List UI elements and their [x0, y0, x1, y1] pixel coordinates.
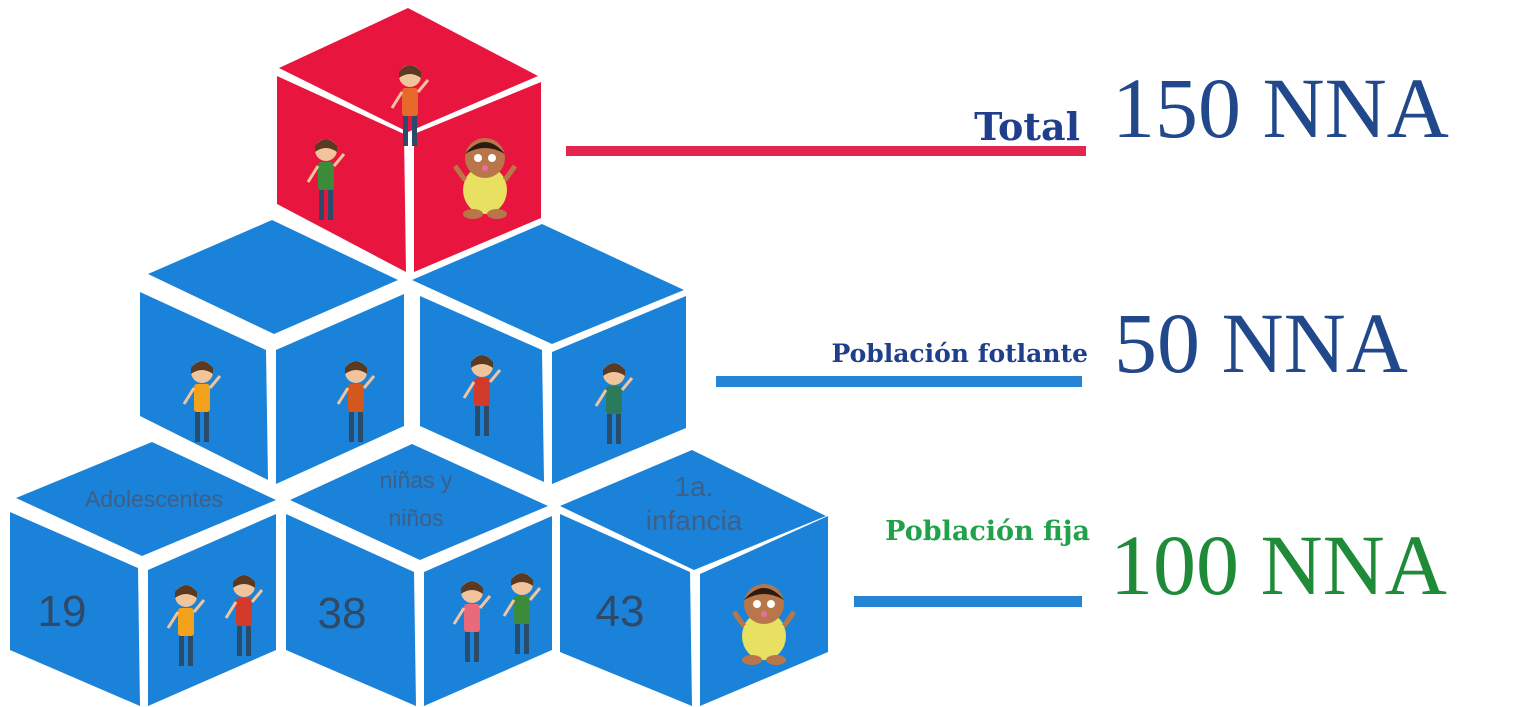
cube-middle-left	[140, 220, 404, 484]
group-label-adolescentes: Adolescentes	[85, 486, 223, 512]
cube-total	[277, 8, 541, 272]
group-label-ninas-ninos-line1: niñas y	[380, 467, 453, 493]
label-floating-population: Población fotlante	[831, 339, 1088, 368]
label-total: Total	[974, 104, 1080, 149]
group-count-infancia: 43	[596, 587, 645, 636]
cube-infancy: 1a. infancia 43	[560, 450, 828, 706]
cube-adolescents: Adolescentes 19	[10, 442, 276, 706]
group-count-adolescentes: 19	[38, 587, 87, 636]
label-fixed-population: Población fija	[885, 516, 1090, 547]
cube-children: niñas y niños 38	[286, 444, 552, 706]
connector-line-floating	[716, 376, 1082, 387]
connector-line-fixed	[854, 596, 1082, 607]
group-label-infancia-line1: 1a.	[675, 471, 714, 502]
cube-total-left	[277, 76, 406, 272]
value-total: 150 NNA	[1112, 60, 1449, 156]
value-fixed-population: 100 NNA	[1110, 517, 1447, 613]
group-label-infancia-line2: infancia	[646, 505, 743, 536]
connector-line-total	[566, 146, 1086, 156]
value-floating-population: 50 NNA	[1114, 295, 1408, 391]
group-label-ninas-ninos-line2: niños	[389, 505, 444, 531]
cube-middle-right	[412, 224, 686, 484]
group-count-ninas-ninos: 38	[318, 589, 367, 638]
